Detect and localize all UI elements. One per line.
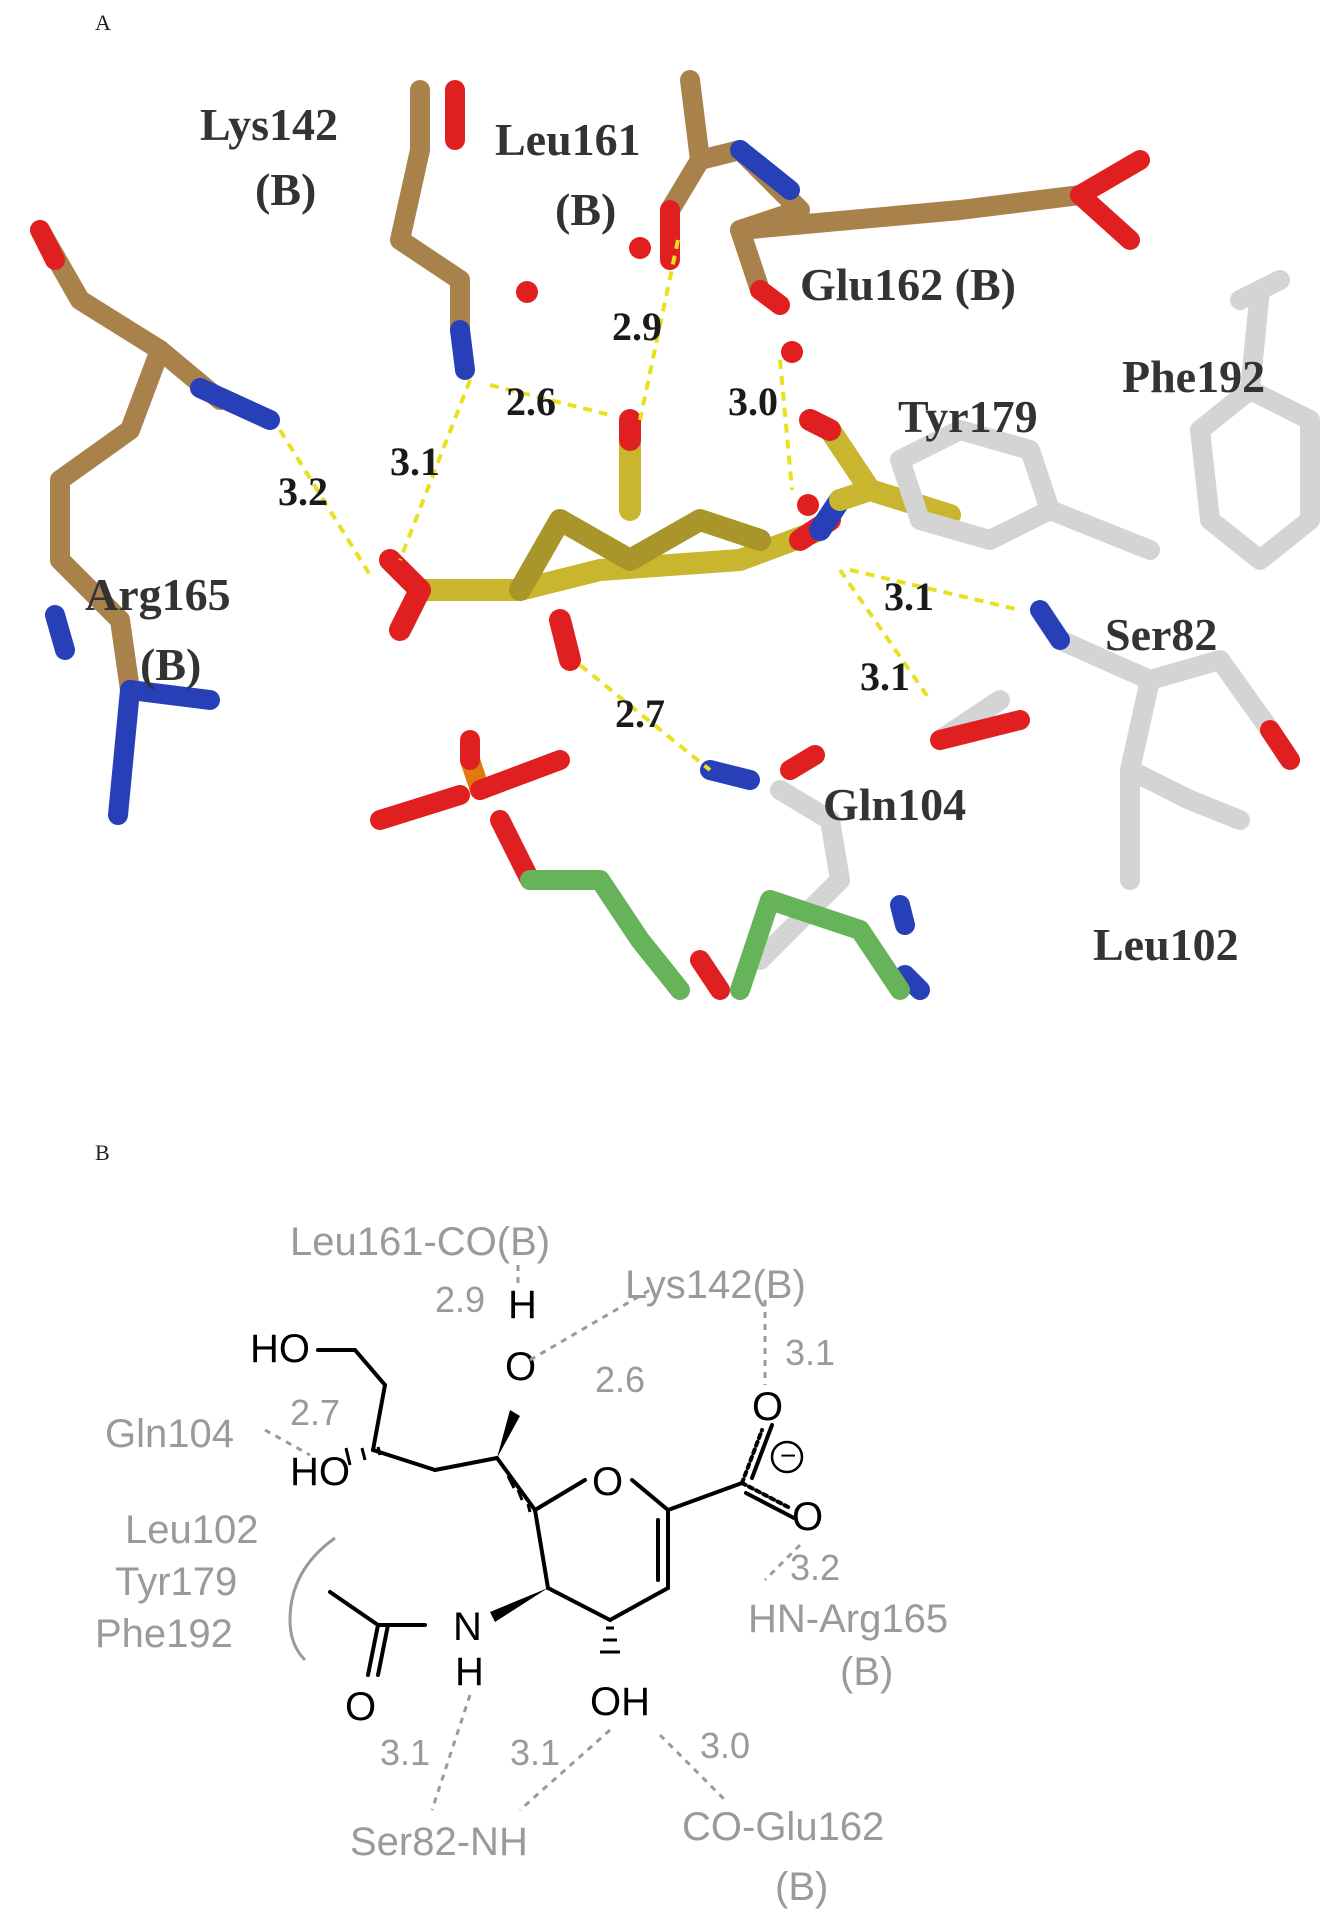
label-arg165-chain-b: (B) xyxy=(840,1650,893,1694)
atom-o-carboxyl-1: O xyxy=(752,1385,783,1429)
label-phe192: Phe192 xyxy=(1122,351,1265,402)
label-glu162-chain-b: (B) xyxy=(775,1865,828,1909)
cofactor-sticks xyxy=(370,730,910,1000)
white-residues-heteroatoms xyxy=(700,600,1300,1000)
stereo-bonds xyxy=(344,1410,620,1654)
b-distance-2-9: 2.9 xyxy=(435,1279,485,1320)
gray-distance-labels: 2.9 2.6 3.1 2.7 3.2 3.1 3.1 3.0 xyxy=(290,1279,840,1773)
atom-o-amide: O xyxy=(345,1685,376,1729)
b-distance-3-1-ser: 3.1 xyxy=(380,1732,430,1773)
label-glu162: Glu162 (B) xyxy=(800,259,1016,310)
atom-o-top: O xyxy=(505,1345,536,1389)
label-ser82: Ser82 xyxy=(1105,609,1217,660)
label-leu102-b: Leu102 xyxy=(125,1508,258,1552)
b-distance-2-6: 2.6 xyxy=(595,1359,645,1400)
label-co-glu162: CO-Glu162 xyxy=(682,1805,884,1849)
panel-a-letter: A xyxy=(95,10,111,35)
gray-residue-labels: Leu161-CO(B) Lys142(B) Gln104 Leu102 Tyr… xyxy=(95,1220,948,1909)
hydrogen-bonds xyxy=(278,239,1021,772)
negative-charge-circle xyxy=(770,1440,804,1474)
b-distance-3-2: 3.2 xyxy=(790,1547,840,1588)
label-ser82-nh: Ser82-NH xyxy=(350,1820,528,1864)
atom-ho-left: HO xyxy=(290,1450,350,1494)
label-lys142-chain: (B) xyxy=(255,164,316,215)
panel-b-letter: B xyxy=(95,1140,110,1165)
label-hn-arg165: HN-Arg165 xyxy=(748,1597,948,1641)
label-leu161: Leu161 xyxy=(495,114,641,165)
ligand-skeleton xyxy=(316,1348,796,1677)
atom-oh: OH xyxy=(590,1680,650,1724)
interaction-scheme: HO H O HO O O O − N H O OH Leu161-CO(B) … xyxy=(95,1220,948,1909)
hydrophobic-pocket-arc xyxy=(288,1536,336,1662)
label-gln104: Gln104 xyxy=(823,779,966,830)
label-leu161-chain: (B) xyxy=(555,184,616,235)
atom-charge: − xyxy=(780,1440,796,1471)
water-molecules xyxy=(516,237,819,516)
atom-h-top: H xyxy=(508,1283,537,1327)
b-distance-3-1-oh: 3.1 xyxy=(510,1732,560,1773)
label-arg165-chain: (B) xyxy=(140,639,201,690)
atom-n: N xyxy=(453,1605,482,1649)
distance-label-3-1-tyr: 3.1 xyxy=(884,574,934,619)
glu162-sticks xyxy=(660,70,1150,315)
ligand-sticks xyxy=(379,409,961,671)
distance-label-3-1-lys: 3.1 xyxy=(390,439,440,484)
distance-labels: 2.9 2.6 3.0 3.1 3.2 3.1 3.1 2.7 xyxy=(278,304,934,736)
distance-label-2-7: 2.7 xyxy=(615,691,665,736)
label-leu161-co: Leu161-CO(B) xyxy=(290,1220,550,1264)
distance-label-3-1-ser: 3.1 xyxy=(860,654,910,699)
label-lys142: Lys142 xyxy=(200,99,338,150)
distance-label-2-6: 2.6 xyxy=(506,379,556,424)
atom-o-carboxyl-2: O xyxy=(792,1495,823,1539)
atom-ho-top: HO xyxy=(250,1327,310,1371)
b-distance-3-0: 3.0 xyxy=(700,1725,750,1766)
atom-o-ring: O xyxy=(592,1460,623,1504)
label-gln104-b: Gln104 xyxy=(105,1412,234,1456)
b-distance-3-1-lys: 3.1 xyxy=(785,1332,835,1373)
label-tyr179: Tyr179 xyxy=(898,391,1038,442)
distance-label-3-2: 3.2 xyxy=(278,469,328,514)
distance-label-2-9: 2.9 xyxy=(612,304,662,349)
label-leu102: Leu102 xyxy=(1093,919,1239,970)
interaction-lines xyxy=(264,1265,802,1812)
white-residues-sticks xyxy=(750,270,1320,970)
protein-binding-site-render: Lys142 (B) Leu161 (B) Glu162 (B) Phe192 … xyxy=(30,70,1320,1000)
label-tyr179-b: Tyr179 xyxy=(115,1560,237,1604)
label-phe192-b: Phe192 xyxy=(95,1612,233,1656)
arg165-sticks xyxy=(30,220,280,825)
lys142-sticks xyxy=(390,80,475,380)
b-distance-2-7: 2.7 xyxy=(290,1392,340,1433)
distance-label-3-0: 3.0 xyxy=(728,379,778,424)
label-lys142-b: Lys142(B) xyxy=(625,1263,806,1307)
label-arg165: Arg165 xyxy=(85,569,231,620)
atom-labels: HO H O HO O O O − N H O OH xyxy=(250,1283,823,1729)
residue-labels: Lys142 (B) Leu161 (B) Glu162 (B) Phe192 … xyxy=(85,99,1265,970)
atom-h-n: H xyxy=(455,1650,484,1694)
